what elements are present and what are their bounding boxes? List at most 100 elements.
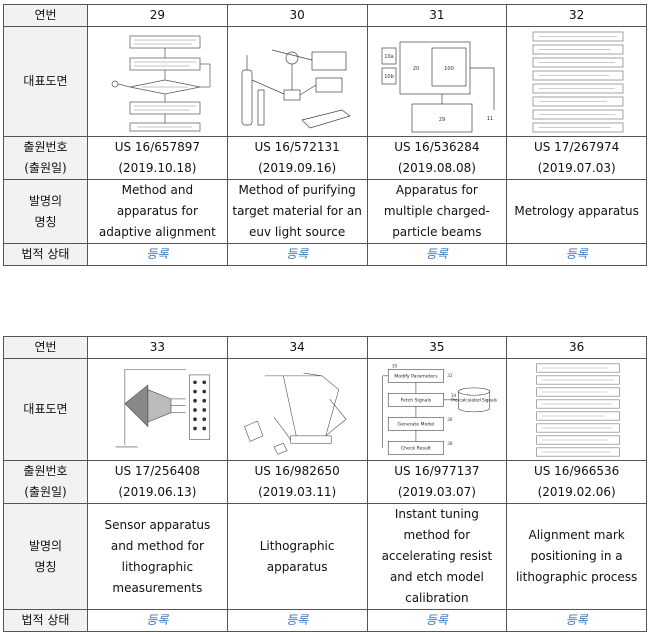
app-date: (2019.07.03): [537, 161, 616, 175]
cell-application: US 16/977137 (2019.03.07): [366, 460, 508, 504]
box-generate-model: Generate Model: [397, 421, 434, 427]
row-status: 법적 상태 등록 등록 등록 등록: [3, 243, 647, 266]
box-fetch-signals: Fetch Signals: [400, 397, 431, 403]
label-figure: 대표도면: [3, 26, 88, 137]
row-number: 연번 29 30 31 32: [3, 4, 647, 27]
cell-application: US 16/572131 (2019.09.16): [226, 136, 368, 180]
flowchart-figure-29: [111, 35, 211, 131]
app-date: (2019.09.16): [258, 161, 337, 175]
box-check-result: Check Result: [400, 445, 430, 451]
figure-33-cell: [87, 358, 228, 461]
status-badge: 등록: [366, 609, 508, 632]
label-number: 연번: [3, 336, 88, 359]
label-20: 20: [412, 66, 418, 72]
cell-number: 36: [506, 336, 647, 359]
figure-32-cell: [506, 26, 647, 137]
status-badge: 등록: [226, 609, 368, 632]
flowchart-figure-35: Modify Parameters Fetch Signals Generate…: [381, 363, 497, 455]
app-number: US 16/657897: [114, 140, 201, 154]
label-figure: 대표도면: [3, 358, 88, 461]
row-figure: 대표도면: [3, 26, 647, 137]
cell-number: 34: [226, 336, 368, 359]
cell-application: US 17/267974 (2019.07.03): [506, 136, 647, 180]
label-app-date: (출원일): [24, 485, 67, 499]
app-date: (2019.03.07): [397, 485, 476, 499]
app-number: US 17/256408: [114, 464, 201, 478]
app-number: US 16/982650: [254, 464, 340, 478]
status-badge: 등록: [87, 609, 228, 632]
ref-30: 30: [391, 363, 397, 368]
ref-38: 38: [447, 441, 453, 446]
figure-36-cell: [506, 358, 647, 461]
label-100: 100: [444, 66, 454, 72]
flowchart-figure-32: [532, 31, 624, 132]
cell-number: 35: [366, 336, 508, 359]
status-badge: 등록: [506, 243, 647, 266]
app-date: (2019.02.06): [537, 485, 616, 499]
cell-number: 31: [366, 4, 508, 27]
label-title: 발명의 명칭: [3, 503, 88, 610]
ref-32: 32: [447, 372, 453, 377]
patent-table-1: 연번 29 30 31 32 대표도면: [3, 4, 647, 266]
figure-35-cell: Modify Parameters Fetch Signals Generate…: [366, 358, 508, 461]
label-application: 출원번호 (출원일): [3, 460, 88, 504]
cell-number: 33: [87, 336, 228, 359]
label-11: 11: [486, 116, 492, 122]
label-application: 출원번호 (출원일): [3, 136, 88, 180]
app-number: US 16/977137: [394, 464, 480, 478]
ref-34: 34: [451, 393, 457, 398]
label-title: 발명의 명칭: [3, 179, 88, 244]
cell-number: 29: [87, 4, 228, 27]
row-figure: 대표도면: [3, 358, 647, 461]
apparatus-figure-30: [241, 49, 351, 128]
figure-30-cell: [226, 26, 368, 137]
optics-figure-33: [115, 368, 211, 447]
label-app-date: (출원일): [24, 161, 67, 175]
cell-title: Alignment mark positioning in a lithogra…: [506, 503, 647, 610]
cell-title: Method of purifying target material for …: [226, 179, 368, 244]
row-status: 법적 상태 등록 등록 등록 등록: [3, 609, 647, 632]
db-pre-calculated-signals: Pre-calculated Signals: [451, 397, 497, 402]
cell-application: US 16/657897 (2019.10.18): [87, 136, 228, 180]
label-title-2: 명칭: [34, 214, 57, 229]
flowchart-figure-36: [536, 363, 621, 456]
patent-table-2: 연번 33 34 35 36 대표도면: [3, 336, 647, 632]
label-title-1: 발명의: [28, 193, 63, 208]
app-number: US 16/966536: [533, 464, 620, 478]
cell-title: Apparatus for multiple charged-particle …: [366, 179, 508, 244]
cell-number: 30: [226, 4, 368, 27]
status-badge: 등록: [226, 243, 368, 266]
row-application: 출원번호 (출원일) US 17/256408 (2019.06.13) US 1…: [3, 460, 647, 504]
label-status: 법적 상태: [3, 243, 88, 266]
block-diagram-figure-31: 10a 10b 20 100 29 11: [381, 41, 494, 132]
cell-title: Lithographic apparatus: [226, 503, 368, 610]
label-app-no: 출원번호: [23, 464, 68, 478]
cell-title: Sensor apparatus and method for lithogra…: [87, 503, 228, 610]
apparatus-figure-34: [243, 372, 347, 455]
app-date: (2019.03.11): [258, 485, 337, 499]
status-badge: 등록: [506, 609, 647, 632]
app-date: (2019.08.08): [397, 161, 476, 175]
label-app-no: 출원번호: [23, 140, 68, 154]
figure-31-cell: 10a 10b 20 100 29 11: [366, 26, 508, 137]
app-number: US 17/267974: [533, 140, 620, 154]
cell-application: US 16/966536 (2019.02.06): [506, 460, 647, 504]
app-number: US 16/572131: [254, 140, 340, 154]
app-date: (2019.06.13): [118, 485, 197, 499]
cell-title: Instant tuning method for accelerating r…: [366, 503, 508, 610]
cell-application: US 17/256408 (2019.06.13): [87, 460, 228, 504]
row-title: 발명의 명칭 Sensor apparatus and method for l…: [3, 503, 647, 610]
row-application: 출원번호 (출원일) US 16/657897 (2019.10.18) US 1…: [3, 136, 647, 180]
label-10b: 10b: [384, 74, 394, 80]
cell-application: US 16/536284 (2019.08.08): [366, 136, 508, 180]
app-date: (2019.10.18): [118, 161, 197, 175]
cell-application: US 16/982650 (2019.03.11): [226, 460, 368, 504]
figure-29-cell: [87, 26, 228, 137]
cell-title: Metrology apparatus: [506, 179, 647, 244]
label-status: 법적 상태: [3, 609, 88, 632]
status-badge: 등록: [87, 243, 228, 266]
label-number: 연번: [3, 4, 88, 27]
app-number: US 16/536284: [394, 140, 480, 154]
box-modify-parameters: Modify Parameters: [394, 373, 438, 379]
label-title-1: 발명의: [28, 538, 63, 553]
